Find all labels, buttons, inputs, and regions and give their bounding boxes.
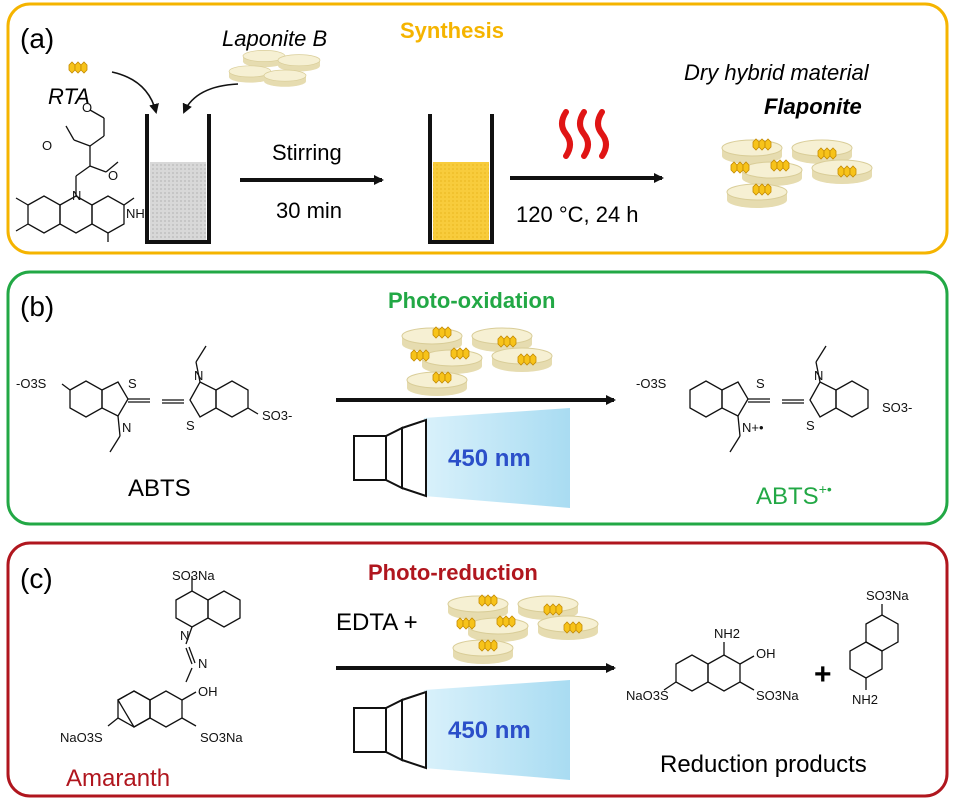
panel-b-title: Photo-oxidation xyxy=(388,288,555,313)
radical-s-label: S xyxy=(756,376,765,391)
laponite-discs-icon xyxy=(228,50,321,88)
heating-condition: 120 °C, 24 h xyxy=(516,202,639,227)
product2-nh2: NH2 xyxy=(852,692,878,707)
panel-c-label: (c) xyxy=(20,563,53,594)
flaponite-icon-a xyxy=(722,139,872,208)
radical-so3-left: -O3S xyxy=(636,376,667,391)
flaponite-icon-c xyxy=(448,595,598,664)
abts-n2-label: N xyxy=(194,368,203,383)
product1-so3na: SO3Na xyxy=(756,688,799,703)
light-source-icon-c xyxy=(353,691,427,769)
laponite-label: Laponite B xyxy=(222,26,327,51)
panel-b-label: (b) xyxy=(20,291,54,322)
product2-so3na: SO3Na xyxy=(866,588,909,603)
panel-a-frame xyxy=(6,2,949,255)
abts-radical-charge: +• xyxy=(819,481,832,497)
wavelength-c: 450 nm xyxy=(448,717,531,744)
product-line2: Flaponite xyxy=(764,94,862,119)
panel-a-label: (a) xyxy=(20,23,54,54)
ring-n-label: N xyxy=(72,188,81,203)
radical-n-label: N+• xyxy=(742,420,764,435)
product1-oh: OH xyxy=(756,646,776,661)
panel-a: (a) Synthesis RTA O O O N xyxy=(6,2,949,255)
abts-s-label: S xyxy=(128,376,137,391)
wavelength-b: 450 nm xyxy=(448,445,531,472)
light-beam-c xyxy=(424,680,570,780)
product-line1: Dry hybrid material xyxy=(684,60,870,85)
abts-radical-label: ABTS+• xyxy=(756,481,832,510)
rta-label: RTA xyxy=(48,84,90,109)
product1-nh2: NH2 xyxy=(714,626,740,641)
panel-c-title: Photo-reduction xyxy=(368,560,538,585)
aminonaphthol-structure xyxy=(663,642,755,692)
rta-to-beaker-arrow xyxy=(111,71,159,114)
abts-so3-left: -O3S xyxy=(16,376,47,391)
amaranth-label: Amaranth xyxy=(66,765,170,792)
radical-n2-label: N xyxy=(814,368,823,383)
radical-so3-right: SO3- xyxy=(882,400,912,415)
abts-n-label: N xyxy=(122,420,131,435)
ring-nh-label: NH xyxy=(126,206,145,221)
abts-label: ABTS xyxy=(128,475,191,502)
flaponite-icon-b xyxy=(402,327,552,396)
laponite-to-beaker-arrow xyxy=(182,83,239,114)
stirring-label: Stirring xyxy=(272,140,342,165)
rta-icon xyxy=(68,61,88,74)
naphthionate-structure xyxy=(849,604,899,690)
edta-label: EDTA + xyxy=(336,609,418,636)
panel-c: (c) Photo-reduction SO3Na OH SO3Na NaO3S… xyxy=(6,541,949,798)
amaranth-so3na-right: SO3Na xyxy=(200,730,243,745)
light-source-icon-b xyxy=(353,419,427,497)
abts-s2-label: S xyxy=(186,418,195,433)
panel-c-frame xyxy=(6,541,949,798)
amaranth-oh: OH xyxy=(198,684,218,699)
azo-n1-label: N xyxy=(180,628,189,643)
products-label: Reduction products xyxy=(660,751,867,778)
amaranth-structure xyxy=(107,576,241,728)
stirring-time: 30 min xyxy=(276,198,342,223)
plus-sign: + xyxy=(814,658,832,691)
oac-label-1: O xyxy=(42,138,52,153)
beaker-mixture xyxy=(145,114,211,244)
abts-so3-right: SO3- xyxy=(262,408,292,423)
amaranth-nao3s-left: NaO3S xyxy=(60,730,103,745)
oac-label-3: O xyxy=(108,168,118,183)
panel-a-title: Synthesis xyxy=(400,18,504,43)
riboflavin-structure xyxy=(15,109,135,242)
abts-structure xyxy=(61,345,259,453)
beaker-yellow xyxy=(428,114,494,244)
amaranth-so3na-top: SO3Na xyxy=(172,568,215,583)
radical-s2-label: S xyxy=(806,418,815,433)
abts-radical-name: ABTS xyxy=(756,483,819,510)
oac-label-2: O xyxy=(82,100,92,115)
panel-b: (b) Photo-oxidation -O3S SO3- S N S N AB… xyxy=(6,270,949,526)
abts-radical-structure xyxy=(689,345,869,453)
light-beam-b xyxy=(424,408,570,508)
panel-b-frame xyxy=(6,270,949,526)
azo-n2-label: N xyxy=(198,656,207,671)
heat-icon xyxy=(559,109,609,159)
product1-nao3s: NaO3S xyxy=(626,688,669,703)
